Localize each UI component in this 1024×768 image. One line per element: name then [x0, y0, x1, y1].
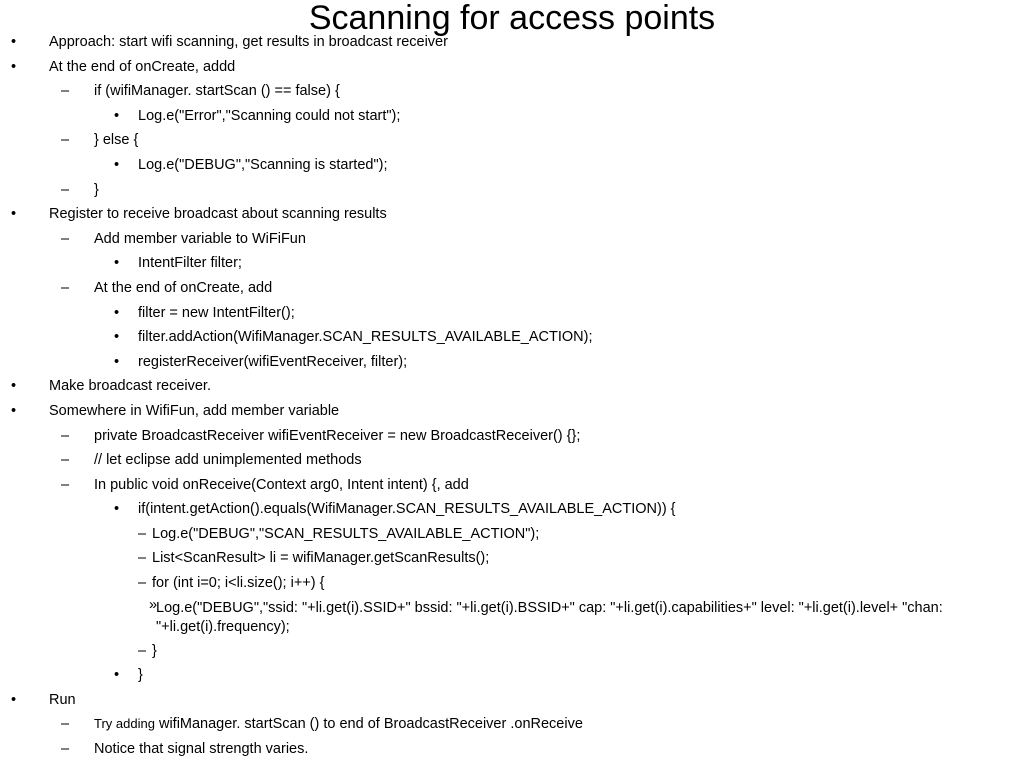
- bullet-text: Run: [49, 691, 76, 708]
- bullet-item: – Try adding wifiManager. startScan () to…: [0, 712, 1024, 737]
- bullet-text-rest: wifiManager. startScan () to end of Broa…: [154, 716, 583, 733]
- bullet-item: –for (int i=0; i<li.size(); i++) {: [0, 571, 1024, 596]
- bullet-text: Try adding wifiManager. startScan () to …: [94, 712, 1016, 737]
- slide-title: Scanning for access points: [308, 0, 716, 37]
- bullet-item: – Notice that signal strength varies.: [0, 737, 1024, 762]
- bullet-text-small: Try adding: [94, 716, 155, 732]
- bullet-marker: •: [11, 691, 17, 708]
- bullet-item: – private BroadcastReceiver wifiEventRece…: [0, 424, 1024, 449]
- bullet-marker: –: [61, 181, 70, 198]
- bullet-item: – In public void onReceive(Context arg0, …: [0, 473, 1024, 498]
- bullet-marker: –: [61, 230, 70, 247]
- bullet-text: private BroadcastReceiver wifiEventRecei…: [94, 427, 581, 444]
- bullet-marker: –: [61, 741, 70, 758]
- bullet-item: –Log.e("DEBUG","SCAN_RESULTS_AVAILABLE_A…: [0, 522, 1024, 547]
- bullet-text: Make broadcast receiver.: [49, 378, 211, 395]
- bullet-marker: –: [138, 642, 147, 659]
- bullet-item: –}: [0, 178, 1024, 203]
- bullet-item: – } else {: [0, 128, 1024, 153]
- bullet-text: if(intent.getAction().equals(WifiManager…: [138, 501, 676, 518]
- bullet-marker: –: [61, 83, 70, 100]
- bullet-item: • Make broadcast receiver.: [0, 374, 1024, 399]
- bullet-text: }: [94, 181, 99, 198]
- bullet-text: }: [152, 642, 157, 659]
- bullet-item: – // let eclipse add unimplemented method…: [0, 448, 1024, 473]
- bullet-item: • filter = new IntentFilter();: [0, 301, 1024, 326]
- bullet-list: • Approach: start wifi scanning, get resu…: [0, 30, 1024, 762]
- bullet-text: Somewhere in WifiFun, add member variabl…: [49, 402, 340, 419]
- bullet-item: – Add member variable to WiFiFun: [0, 227, 1024, 252]
- bullet-item: • if(intent.getAction().equals(WifiManage…: [0, 497, 1024, 522]
- bullet-text: Approach: start wifi scanning, get resul…: [49, 34, 448, 50]
- bullet-item: • filter.addAction(WifiManager.SCAN_RESUL…: [0, 325, 1024, 350]
- bullet-text: filter.addAction(WifiManager.SCAN_RESULT…: [138, 329, 593, 346]
- bullet-text: // let eclipse add unimplemented methods: [94, 452, 362, 469]
- bullet-text: In public void onReceive(Context arg0, I…: [94, 476, 469, 493]
- bullet-text: for (int i=0; i<li.size(); i++) {: [152, 575, 325, 592]
- bullet-text: if (wifiManager. startScan () == false) …: [94, 83, 340, 100]
- bullet-text: Register to receive broadcast about scan…: [49, 206, 387, 223]
- bullet-marker: –: [61, 476, 70, 493]
- bullet-marker: •: [114, 255, 120, 272]
- bullet-marker: •: [11, 206, 17, 223]
- bullet-marker: •: [114, 353, 120, 370]
- bullet-marker: –: [138, 575, 147, 592]
- bullet-item: • Register to receive broadcast about sca…: [0, 202, 1024, 227]
- bullet-item: – At the end of onCreate, add: [0, 276, 1024, 301]
- bullet-marker: •: [11, 34, 17, 50]
- bullet-item: • IntentFilter filter;: [0, 251, 1024, 276]
- bullet-marker: •: [114, 667, 120, 684]
- bullet-text: IntentFilter filter;: [138, 255, 242, 272]
- bullet-text: registerReceiver(wifiEventReceiver, filt…: [138, 353, 408, 370]
- bullet-text: } else {: [94, 132, 139, 149]
- bullet-marker: •: [114, 107, 120, 124]
- bullet-marker: –: [61, 452, 70, 469]
- bullet-item: • At the end of onCreate, addd: [0, 55, 1024, 80]
- bullet-marker: •: [11, 378, 17, 395]
- bullet-marker: •: [114, 501, 120, 518]
- bullet-item: –List<ScanResult> li = wifiManager.getSc…: [0, 546, 1024, 571]
- bullet-marker: •: [114, 329, 120, 346]
- bullet-item: • Log.e("Error","Scanning could not start…: [0, 104, 1024, 129]
- bullet-item: • Somewhere in WifiFun, add member variab…: [0, 399, 1024, 424]
- bullet-marker: –: [138, 525, 147, 542]
- bullet-text: Log.e("Error","Scanning could not start"…: [138, 107, 401, 124]
- bullet-item: •}: [0, 663, 1024, 688]
- bullet-item: • registerReceiver(wifiEventReceiver, fil…: [0, 350, 1024, 375]
- bullet-item: • Run: [0, 688, 1024, 713]
- bullet-text: Add member variable to WiFiFun: [94, 230, 306, 247]
- bullet-marker: –: [61, 132, 70, 149]
- bullet-item: –}: [0, 639, 1024, 664]
- bullet-marker: –: [138, 550, 147, 567]
- bullet-text: }: [138, 667, 143, 684]
- bullet-marker: »: [149, 596, 158, 613]
- bullet-marker: –: [61, 716, 70, 733]
- bullet-text: filter = new IntentFilter();: [138, 304, 295, 321]
- bullet-item: • Approach: start wifi scanning, get resu…: [0, 30, 1024, 55]
- bullet-text: Log.e("DEBUG","Scanning is started");: [138, 156, 388, 173]
- bullet-text: Notice that signal strength varies.: [94, 741, 309, 758]
- bullet-text: Log.e("DEBUG","SCAN_RESULTS_AVAILABLE_AC…: [152, 525, 540, 542]
- bullet-marker: –: [61, 427, 70, 444]
- bullet-marker: •: [114, 304, 120, 321]
- bullet-item: – if (wifiManager. startScan () == false)…: [0, 79, 1024, 104]
- bullet-item: • Log.e("DEBUG","Scanning is started");: [0, 153, 1024, 178]
- bullet-marker: •: [114, 156, 120, 173]
- bullet-marker: •: [11, 58, 17, 75]
- bullet-text: At the end of onCreate, add: [94, 279, 273, 296]
- bullet-marker: •: [11, 402, 17, 419]
- bullet-text: List<ScanResult> li = wifiManager.getSca…: [152, 550, 490, 567]
- bullet-marker: –: [61, 279, 70, 296]
- bullet-item: »Log.e("DEBUG","ssid: "+li.get(i).SSID+"…: [0, 596, 1024, 639]
- bullet-text: Log.e("DEBUG","ssid: "+li.get(i).SSID+" …: [156, 599, 943, 635]
- bullet-text: At the end of onCreate, addd: [49, 58, 236, 75]
